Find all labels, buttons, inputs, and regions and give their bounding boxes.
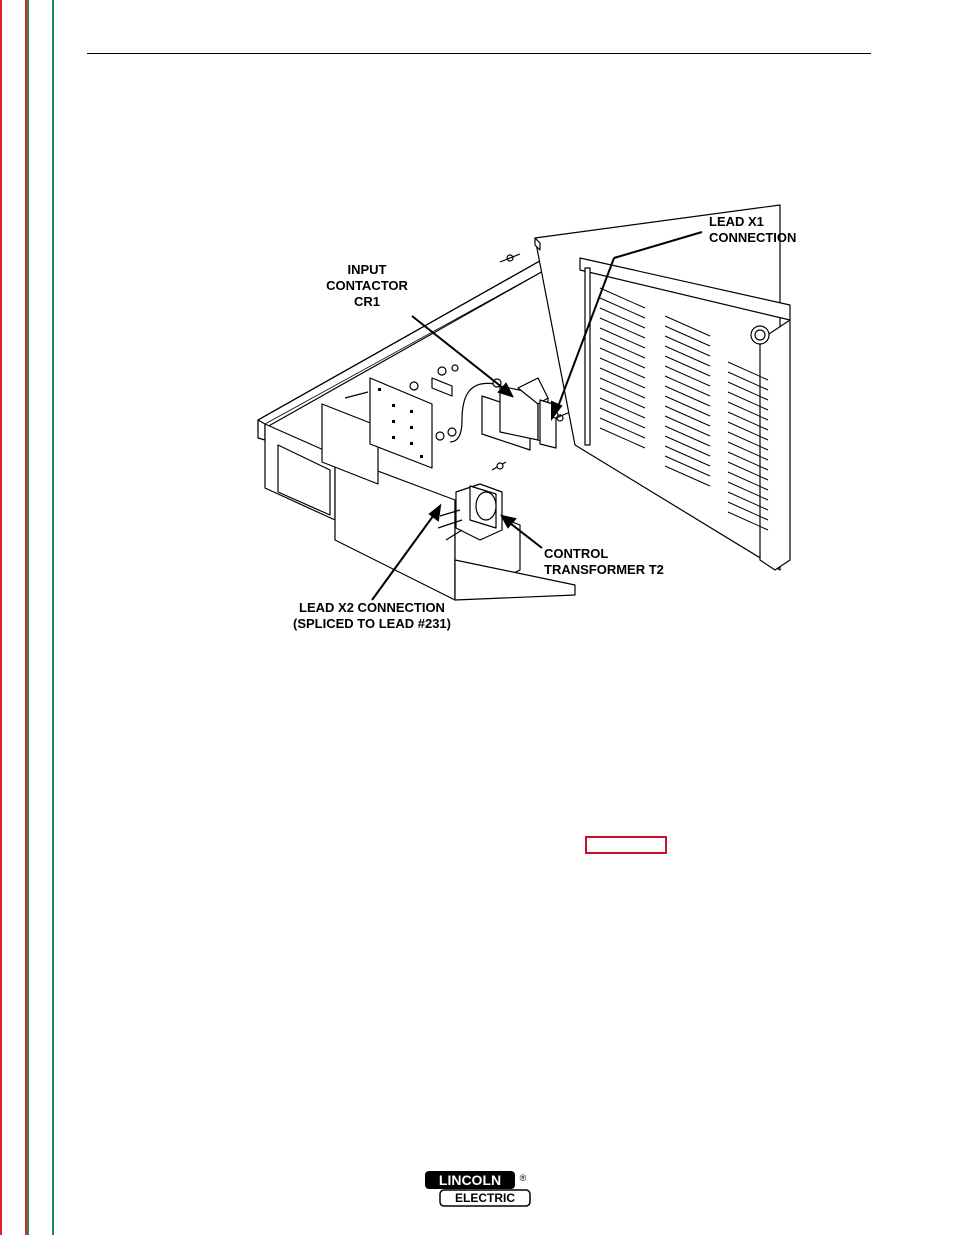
- return-link-box[interactable]: [585, 836, 667, 854]
- callout-line: CONTROL: [544, 546, 664, 562]
- callout-line: LEAD X2 CONNECTION: [282, 600, 462, 616]
- logo-line2: ELECTRIC: [455, 1191, 515, 1205]
- callout-line: CONNECTION: [709, 230, 796, 246]
- callout-lead-x1: LEAD X1 CONNECTION: [709, 214, 796, 246]
- base-side-panel: [335, 455, 455, 600]
- logo-registered-mark: ®: [520, 1173, 527, 1183]
- callout-lead-x2: LEAD X2 CONNECTION (SPLICED TO LEAD #231…: [282, 600, 462, 632]
- input-contactor-leader: [412, 316, 508, 392]
- header-rule: [87, 53, 871, 54]
- callout-line: LEAD X1: [709, 214, 796, 230]
- callout-line: CR1: [322, 294, 412, 310]
- section-red-bar[interactable]: [0, 0, 27, 1235]
- callout-control-transformer: CONTROL TRANSFORMER T2: [544, 546, 664, 578]
- callout-line: INPUT: [322, 262, 412, 278]
- lincoln-electric-logo: LINCOLN ® ELECTRIC: [422, 1169, 532, 1209]
- callout-line: (SPLICED TO LEAD #231): [282, 616, 462, 632]
- logo-line1: LINCOLN: [439, 1172, 501, 1188]
- pc-board-front: [370, 378, 432, 468]
- exploded-view-illustration: [240, 190, 820, 650]
- section-green-bar[interactable]: [27, 0, 54, 1235]
- callout-line: CONTACTOR: [322, 278, 412, 294]
- side-panel-louvered: [535, 205, 780, 570]
- callout-line: TRANSFORMER T2: [544, 562, 664, 578]
- callout-input-contactor: INPUT CONTACTOR CR1: [322, 262, 412, 310]
